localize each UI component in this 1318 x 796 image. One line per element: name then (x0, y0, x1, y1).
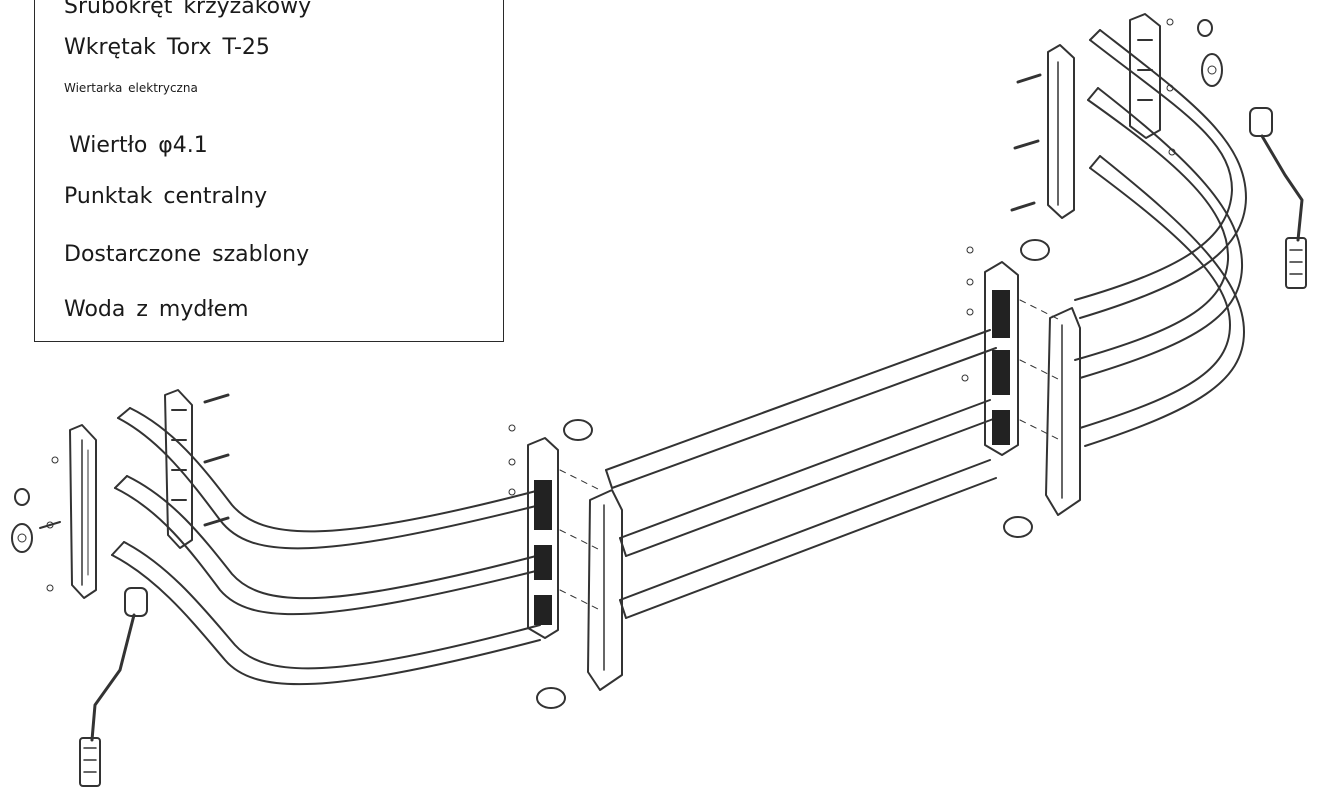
right-curved-bar-section (1074, 29, 1247, 447)
tool-item: Punktak centralny (64, 184, 268, 209)
center-straight-bars (605, 329, 997, 619)
tool-item: Dostarczone szablony (64, 242, 310, 267)
left-end-bracket (69, 424, 97, 599)
left-strap (79, 587, 148, 787)
left-rear-bracket (164, 389, 193, 549)
left-curved-bar-section (111, 407, 541, 686)
tool-item: Woda z mydłem (64, 297, 249, 322)
right-strap (1249, 107, 1307, 289)
left-middle-connector (508, 419, 601, 709)
center-left-endcap (587, 489, 623, 691)
center-right-endcap (1045, 307, 1081, 516)
required-tools-list: Śrubokręt krzyżakowy Wkrętak Torx T-25 W… (34, 0, 504, 342)
tool-item: Wkrętak Torx T-25 (64, 35, 270, 60)
tool-item: Śrubokręt krzyżakowy (64, 0, 312, 19)
right-middle-connector (961, 239, 1061, 538)
tool-item: Wiertarka elektryczna (64, 81, 198, 95)
left-fasteners (11, 393, 230, 592)
tool-item: Wiertło φ4.1 (69, 133, 208, 158)
right-end-brackets (1010, 13, 1223, 219)
